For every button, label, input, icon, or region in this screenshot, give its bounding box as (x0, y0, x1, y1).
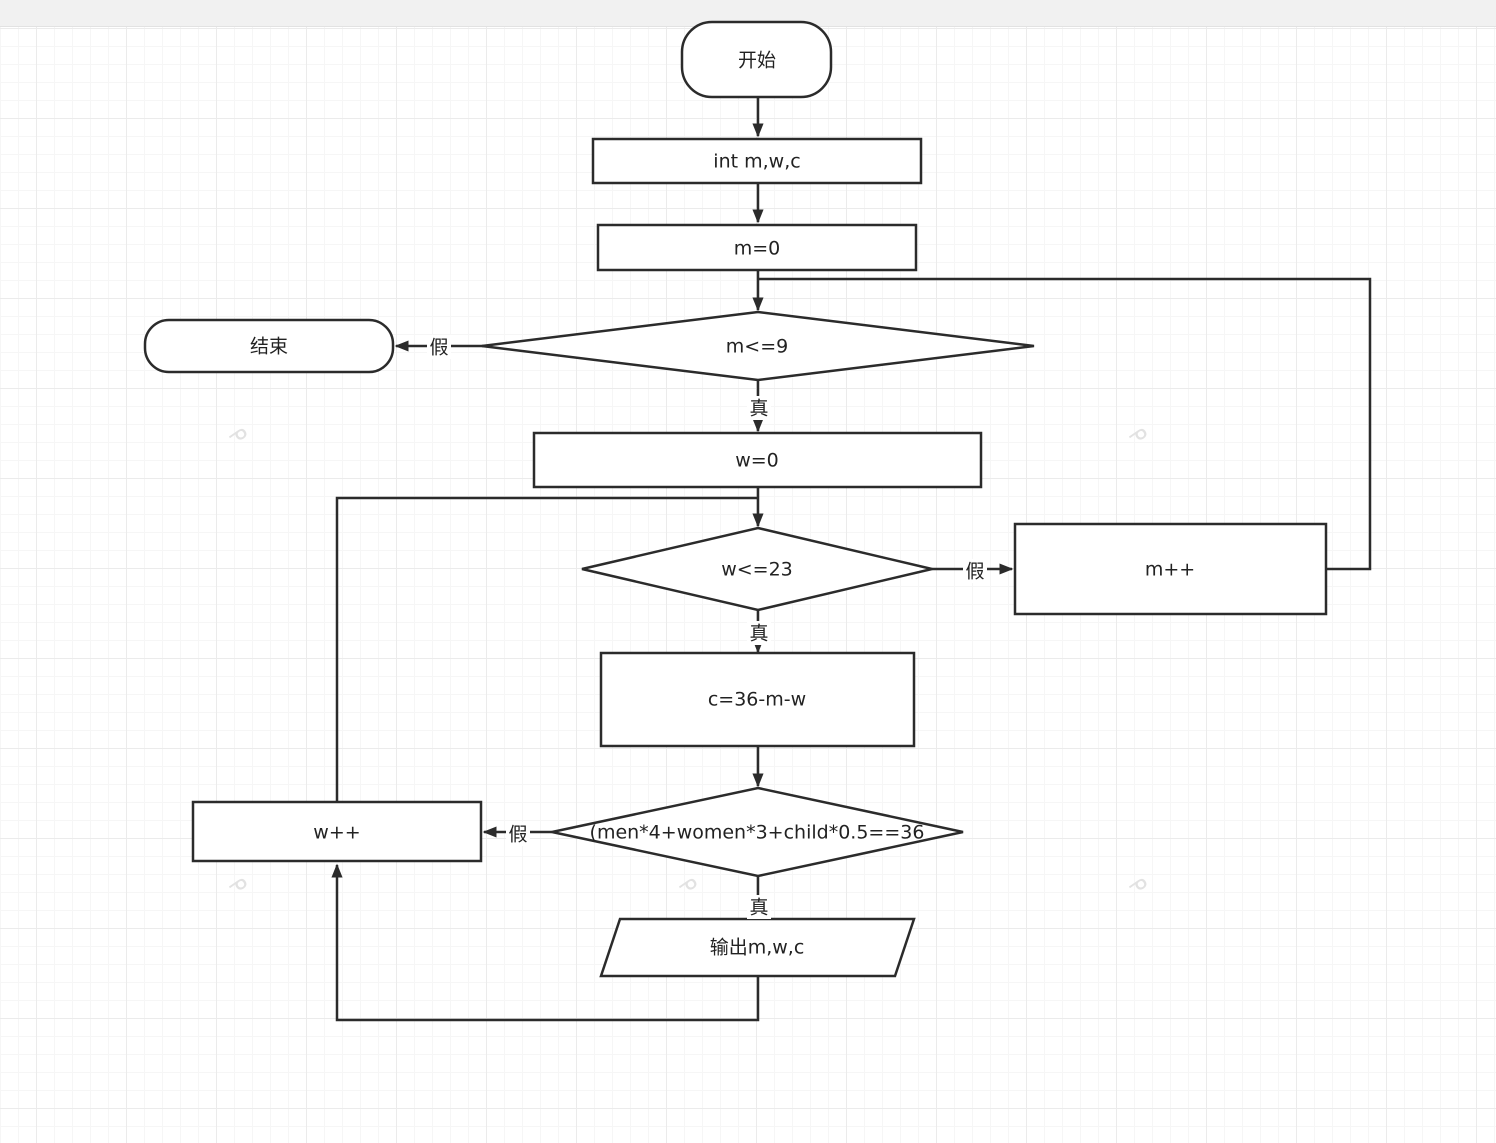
node-end[interactable]: 结束 (143, 318, 395, 374)
decision-shape (551, 786, 964, 878)
terminal-shape (680, 20, 833, 99)
node-inc-w-label: w++ (313, 822, 360, 844)
node-output-label: 输出m,w,c (710, 937, 805, 959)
node-init-m-label: m=0 (734, 238, 781, 260)
node-calc-c-label: c=36-m-w (708, 689, 806, 711)
node-calc-c[interactable]: c=36-m-w (599, 651, 916, 748)
terminal-shape (143, 318, 395, 374)
edge-label-cond-total-true: 真 (749, 897, 768, 919)
edge-labels: 假 真 假 真 假 真 (427, 335, 987, 919)
node-declare-label: int m,w,c (713, 151, 800, 173)
process-shape (596, 223, 918, 272)
node-cond-m[interactable]: m<=9 (481, 310, 1035, 382)
process-shape (1013, 522, 1328, 616)
edge-label-cond-w-false: 假 (965, 561, 984, 583)
node-inc-m[interactable]: m++ (1013, 522, 1328, 616)
edge-inc-w-loop-back (335, 496, 758, 802)
node-start-label: 开始 (738, 50, 776, 72)
node-cond-w-label: w<=23 (721, 559, 793, 581)
edge-label-cond-total-false: 假 (508, 824, 527, 846)
node-end-label: 结束 (250, 336, 288, 358)
node-output[interactable]: 输出m,w,c (599, 917, 916, 978)
node-cond-w[interactable]: w<=23 (581, 526, 933, 612)
node-start[interactable]: 开始 (680, 20, 833, 99)
node-inc-m-label: m++ (1145, 559, 1195, 581)
node-inc-w[interactable]: w++ (191, 800, 483, 863)
node-cond-m-label: m<=9 (726, 336, 788, 358)
node-cond-total[interactable]: (men*4+women*3+child*0.5==36 (551, 786, 964, 878)
edge-label-cond-m-false: 假 (429, 337, 448, 359)
node-init-w-label: w=0 (735, 450, 779, 472)
process-shape (591, 137, 923, 185)
node-init-w[interactable]: w=0 (532, 431, 983, 489)
edge-label-cond-w-true: 真 (749, 623, 768, 645)
edge-label-cond-m-true: 真 (749, 398, 768, 420)
decision-shape (581, 526, 933, 612)
io-shape (599, 917, 916, 978)
process-shape (599, 651, 916, 748)
process-shape (191, 800, 483, 863)
process-shape (532, 431, 983, 489)
node-init-m[interactable]: m=0 (596, 223, 918, 272)
node-cond-total-label: (men*4+women*3+child*0.5==36 (590, 822, 925, 844)
decision-shape (481, 310, 1035, 382)
edge-inc-m-loop-back (758, 277, 1372, 571)
edge-output-to-inc-w (331, 863, 760, 1022)
node-declare[interactable]: int m,w,c (591, 137, 923, 185)
